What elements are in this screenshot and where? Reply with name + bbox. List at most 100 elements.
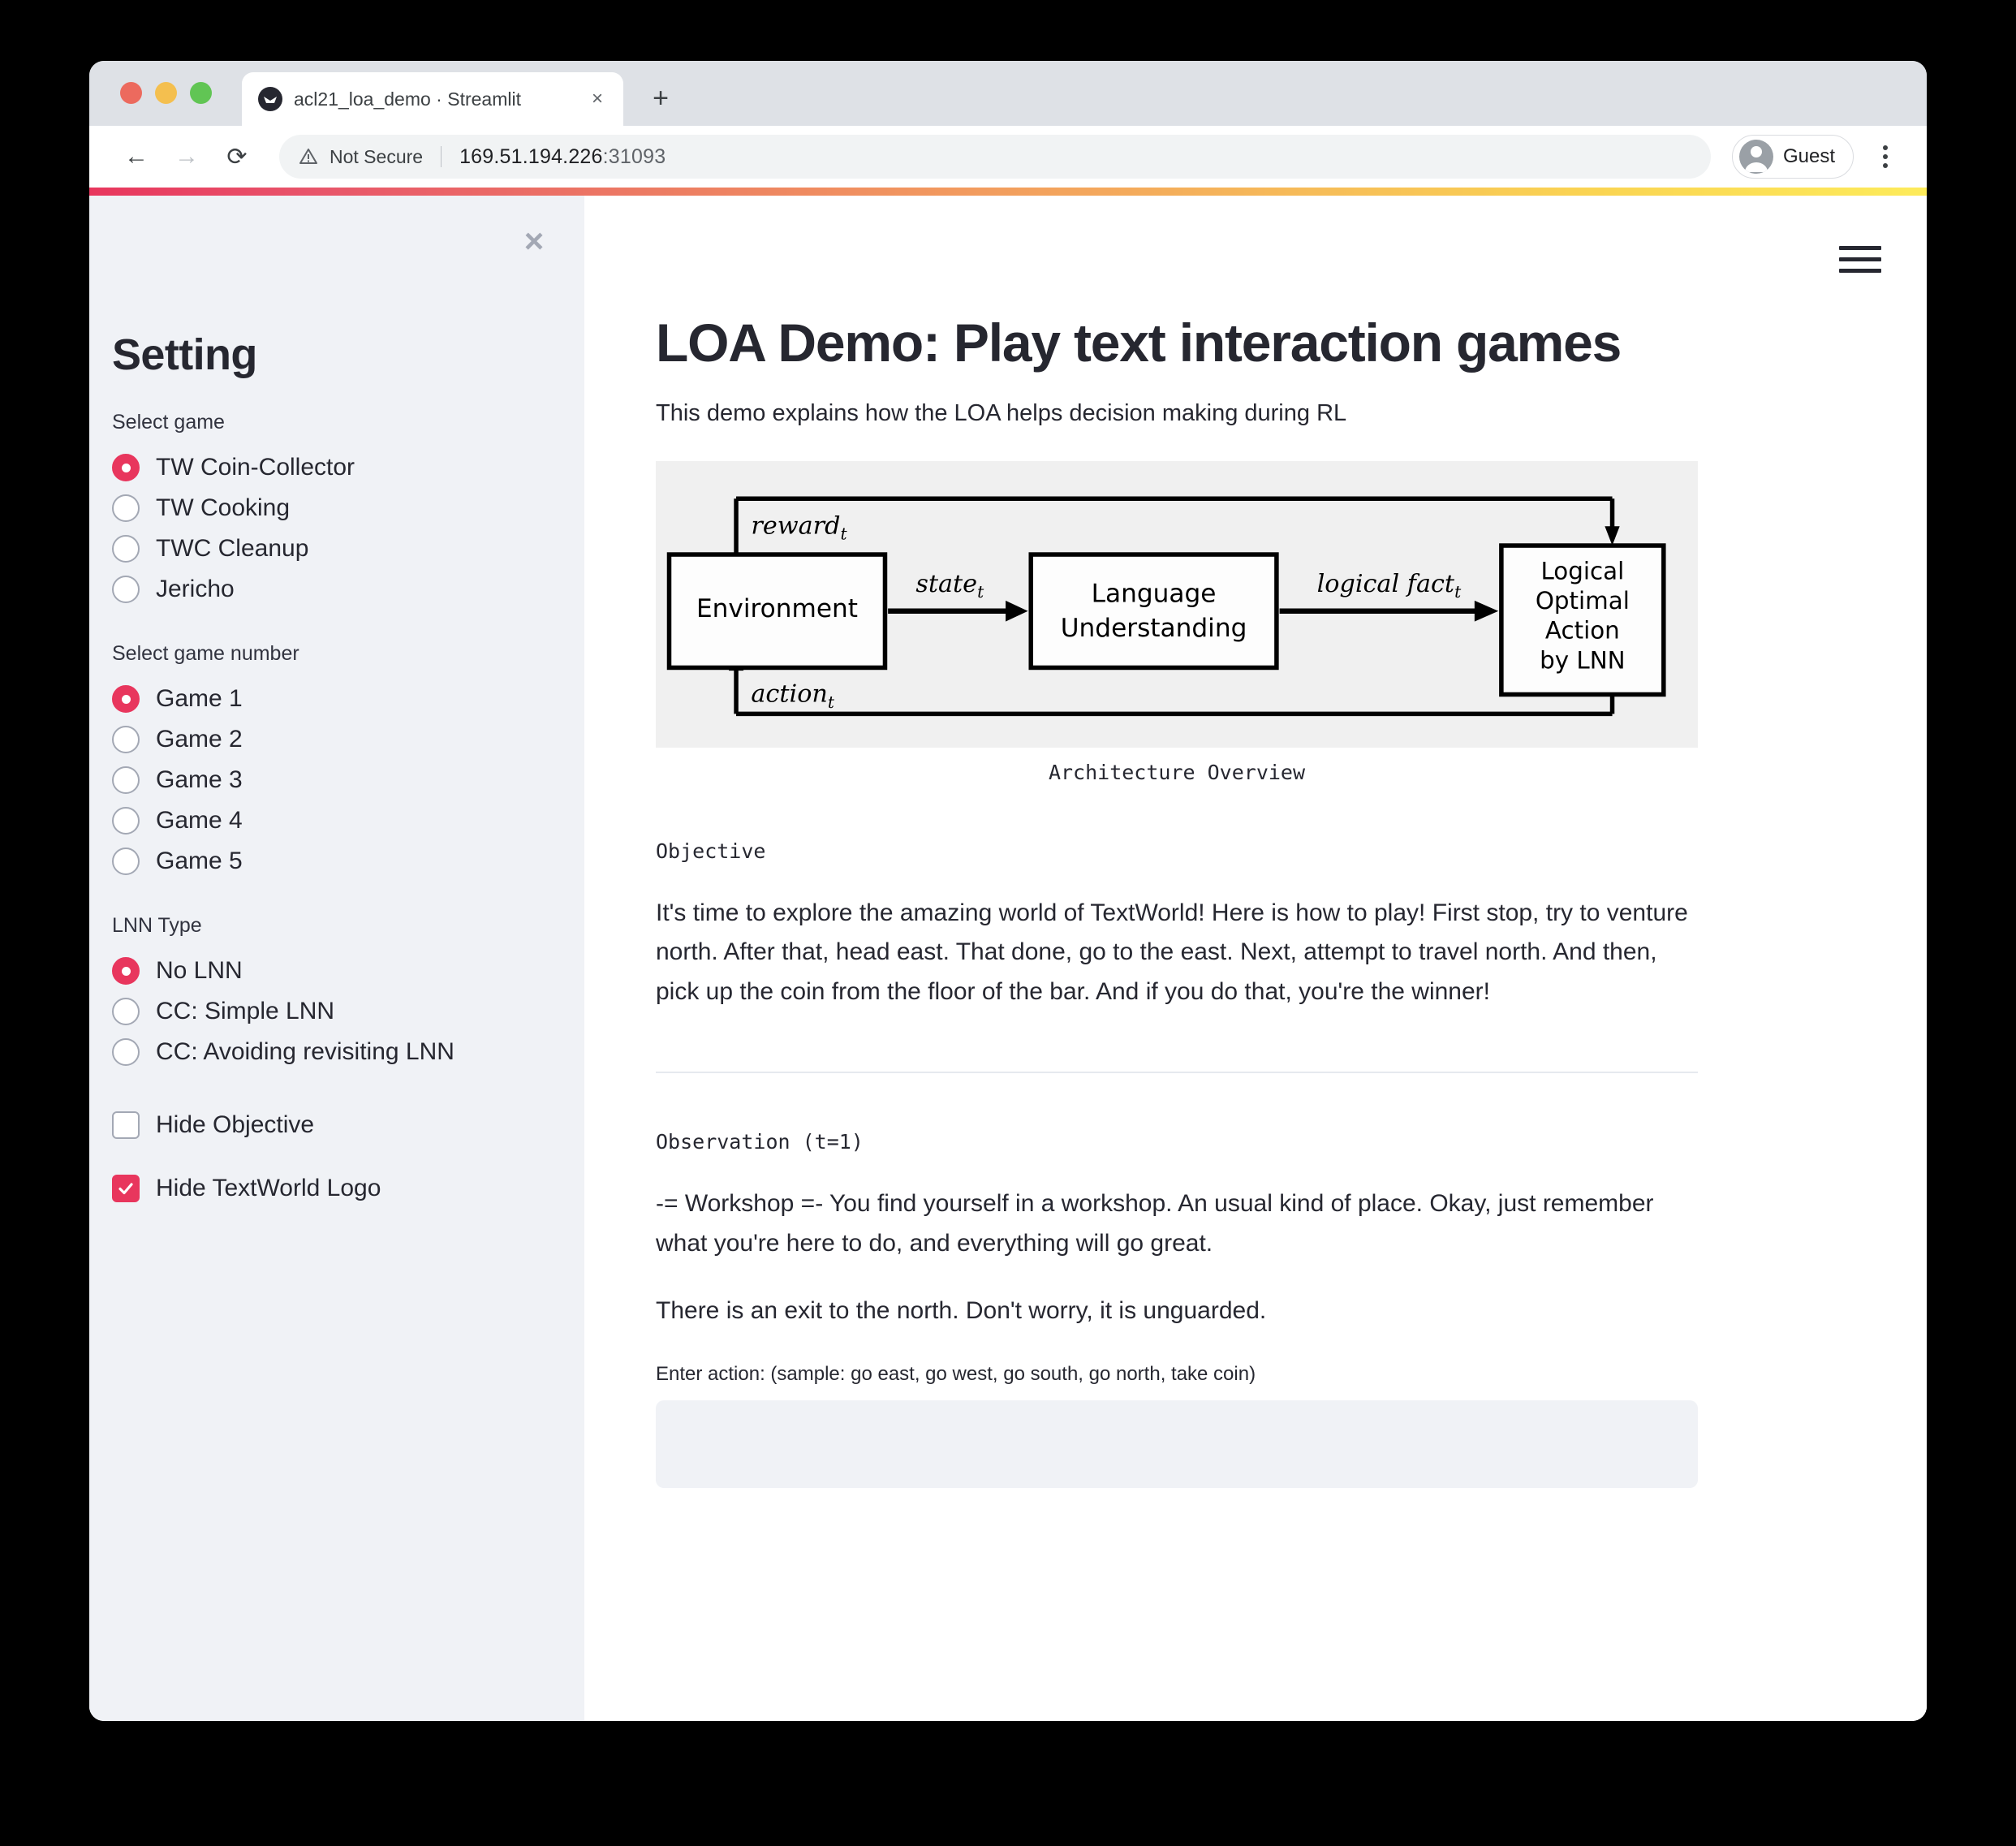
radio-label: CC: Simple LNN xyxy=(156,998,335,1024)
node-language-understanding-label-2: Understanding xyxy=(1061,614,1247,643)
sidebar-close-icon[interactable]: × xyxy=(523,222,545,260)
node-loa-label-1: Logical xyxy=(1540,557,1624,584)
radio-icon[interactable] xyxy=(112,726,140,753)
person-avatar-icon xyxy=(1738,140,1773,174)
radio-game-2[interactable]: Game 2 xyxy=(112,719,539,760)
radio-icon[interactable] xyxy=(112,766,140,794)
action-input[interactable] xyxy=(656,1400,1698,1489)
new-tab-button[interactable]: + xyxy=(653,82,669,114)
radio-icon[interactable] xyxy=(112,454,140,481)
profile-button[interactable]: Guest xyxy=(1731,135,1854,179)
browser-tab[interactable]: acl21_loa_demo · Streamlit × xyxy=(242,72,623,126)
radio-group-select-game: Select game TW Coin-Collector TW Cooking… xyxy=(112,411,539,610)
architecture-diagram-image: Environment statet Language Understandin… xyxy=(656,460,1698,748)
radio-label: Game 1 xyxy=(156,685,243,712)
radio-group-lnn-type: LNN Type No LNN CC: Simple LNN CC: Avoid… xyxy=(112,914,539,1072)
architecture-figure: Environment statet Language Understandin… xyxy=(656,460,1698,784)
radio-game-5[interactable]: Game 5 xyxy=(112,841,539,882)
forward-icon[interactable]: → xyxy=(174,143,199,170)
group-label-select-game-number: Select game number xyxy=(112,642,299,665)
page-title: LOA Demo: Play text interaction games xyxy=(656,313,1622,373)
objective-text: It's time to explore the amazing world o… xyxy=(656,899,1688,1005)
radio-tw-coin-collector[interactable]: TW Coin-Collector xyxy=(112,447,539,488)
reload-icon[interactable]: ⟳ xyxy=(226,143,248,170)
radio-label: TW Coin-Collector xyxy=(156,454,355,481)
security-status-label: Not Secure xyxy=(330,145,424,167)
tab-close-icon[interactable]: × xyxy=(591,88,603,110)
radio-icon[interactable] xyxy=(112,1038,140,1066)
not-secure-warning-icon xyxy=(299,147,318,166)
node-environment-label: Environment xyxy=(696,594,858,623)
streamlit-crown-icon xyxy=(258,87,282,111)
url-host: 169.51.194.226 xyxy=(459,144,603,168)
kebab-menu-icon[interactable] xyxy=(1867,138,1904,175)
node-loa-label-2: Optimal xyxy=(1536,587,1630,615)
radio-cc-simple-lnn[interactable]: CC: Simple LNN xyxy=(112,991,539,1032)
address-bar[interactable]: Not Secure 169.51.194.226:31093 xyxy=(279,135,1711,179)
radio-icon[interactable] xyxy=(112,807,140,835)
radio-twc-cleanup[interactable]: TWC Cleanup xyxy=(112,528,539,569)
figure-caption: Architecture Overview xyxy=(1048,760,1306,784)
streamlit-loading-bar xyxy=(89,188,1927,196)
action-input-label: Enter action: (sample: go east, go west,… xyxy=(656,1363,1256,1386)
close-window-button[interactable] xyxy=(120,82,142,104)
observation-text-1: -= Workshop =- You find yourself in a wo… xyxy=(656,1190,1654,1257)
radio-label: Game 2 xyxy=(156,726,243,753)
radio-game-3[interactable]: Game 3 xyxy=(112,760,539,800)
minimize-window-button[interactable] xyxy=(155,82,177,104)
node-language-understanding-label-1: Language xyxy=(1092,579,1217,608)
radio-label: Game 3 xyxy=(156,766,243,793)
radio-label: Jericho xyxy=(156,576,235,602)
radio-game-1[interactable]: Game 1 xyxy=(112,679,539,719)
page-subtitle: This demo explains how the LOA helps dec… xyxy=(656,399,1347,426)
hamburger-menu-icon[interactable] xyxy=(1839,238,1881,280)
sidebar: × Setting Select game TW Coin-Collector … xyxy=(89,196,584,1721)
omnibox-divider xyxy=(441,146,442,167)
radio-label: No LNN xyxy=(156,957,243,984)
checkbox-icon[interactable] xyxy=(112,1111,140,1139)
section-divider xyxy=(656,1072,1698,1074)
radio-label: TW Cooking xyxy=(156,494,291,521)
checkmark-icon[interactable] xyxy=(112,1175,140,1202)
node-loa-label-4: by LNN xyxy=(1540,646,1626,674)
node-loa-label-3: Action xyxy=(1545,616,1620,644)
browser-window: acl21_loa_demo · Streamlit × + ← → ⟳ Not… xyxy=(89,61,1927,1721)
address-bar-url: 169.51.194.226:31093 xyxy=(459,145,666,169)
radio-tw-cooking[interactable]: TW Cooking xyxy=(112,488,539,528)
browser-toolbar: ← → ⟳ Not Secure 169.51.194.226:31093 xyxy=(89,126,1927,188)
radio-icon[interactable] xyxy=(112,998,140,1025)
app-body: × Setting Select game TW Coin-Collector … xyxy=(89,196,1927,1721)
observation-text-2: There is an exit to the north. Don't wor… xyxy=(656,1296,1267,1324)
browser-tab-strip: acl21_loa_demo · Streamlit × + xyxy=(89,61,1927,126)
radio-label: CC: Avoiding revisiting LNN xyxy=(156,1038,454,1065)
objective-label: Objective xyxy=(656,839,766,863)
url-port: :31093 xyxy=(602,144,666,168)
sidebar-title: Setting xyxy=(112,330,257,379)
radio-label: TWC Cleanup xyxy=(156,535,309,562)
checkbox-hide-objective[interactable]: Hide Objective xyxy=(112,1105,539,1145)
back-icon[interactable]: ← xyxy=(124,143,149,170)
checkbox-label: Hide Objective xyxy=(156,1111,315,1138)
maximize-window-button[interactable] xyxy=(190,82,212,104)
radio-icon[interactable] xyxy=(112,685,140,713)
main-content: LOA Demo: Play text interaction games Th… xyxy=(584,196,1927,1721)
radio-label: Game 4 xyxy=(156,807,243,834)
radio-icon[interactable] xyxy=(112,494,140,522)
radio-icon[interactable] xyxy=(112,535,140,563)
window-traffic-lights xyxy=(120,82,212,104)
radio-jericho[interactable]: Jericho xyxy=(112,569,539,610)
radio-icon[interactable] xyxy=(112,576,140,603)
radio-icon[interactable] xyxy=(112,957,140,985)
group-label-select-game: Select game xyxy=(112,411,225,433)
radio-icon[interactable] xyxy=(112,848,140,875)
radio-label: Game 5 xyxy=(156,848,243,874)
radio-no-lnn[interactable]: No LNN xyxy=(112,951,539,991)
observation-label: Observation (t=1) xyxy=(656,1130,864,1154)
edge-logical-fact-label: logical factt xyxy=(1317,570,1462,602)
group-label-lnn-type: LNN Type xyxy=(112,914,202,937)
radio-cc-avoiding-revisiting-lnn[interactable]: CC: Avoiding revisiting LNN xyxy=(112,1032,539,1072)
radio-game-4[interactable]: Game 4 xyxy=(112,800,539,841)
browser-tab-title: acl21_loa_demo · Streamlit xyxy=(294,88,521,110)
checkbox-hide-textworld-logo[interactable]: Hide TextWorld Logo xyxy=(112,1168,539,1209)
edge-state-label: statet xyxy=(915,570,984,602)
